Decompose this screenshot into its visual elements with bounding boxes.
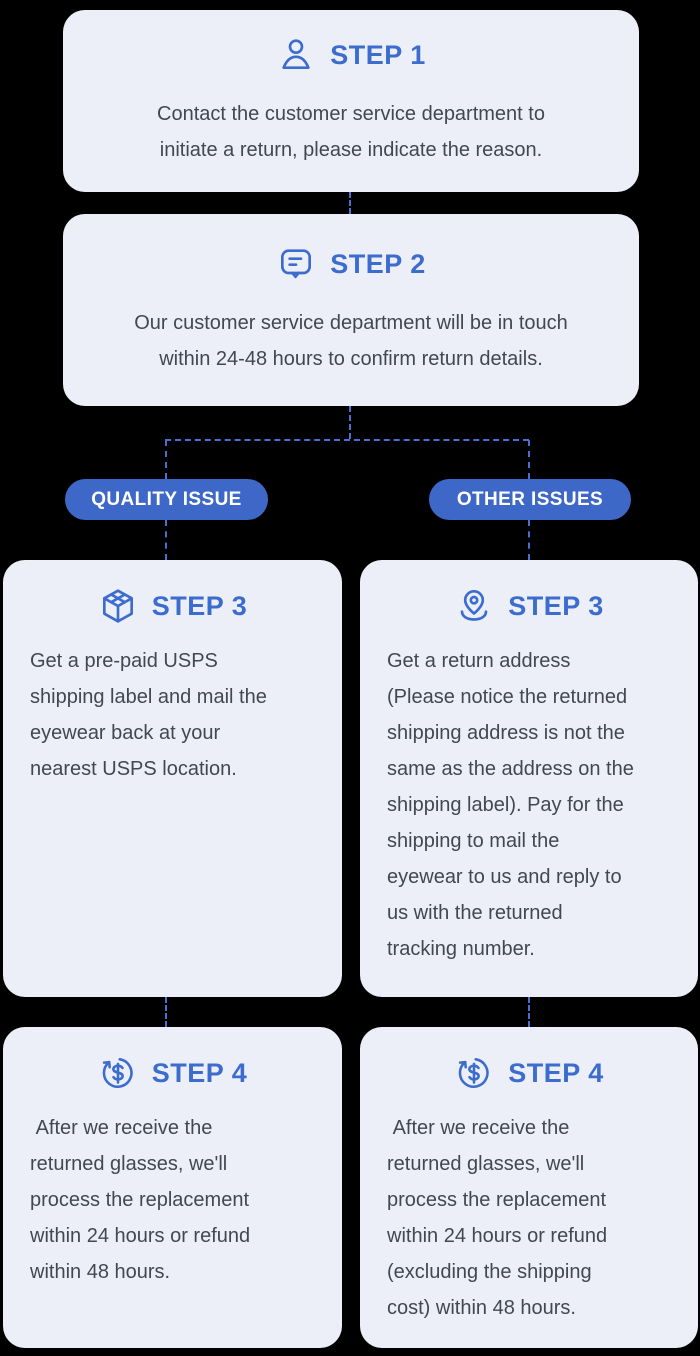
quality-issue-badge: QUALITY ISSUE <box>65 479 268 520</box>
other-step4-label: STEP 4 <box>508 1057 604 1088</box>
branch-horizontal-line <box>165 439 529 441</box>
step2-label: STEP 2 <box>330 248 426 279</box>
refund-icon <box>102 1058 133 1088</box>
quality-step3-label: STEP 3 <box>151 590 248 621</box>
package-icon <box>102 589 133 623</box>
other-step3-card: STEP 3 Get a return address (Please noti… <box>360 560 698 997</box>
step1-heading: STEP 1 <box>63 35 639 75</box>
quality-step3-card: STEP 3 Get a pre-paid USPS shipping labe… <box>3 560 342 997</box>
step2-heading: STEP 2 <box>63 244 639 284</box>
other-step3-heading: STEP 3 <box>360 586 698 626</box>
quality-step4-label: STEP 4 <box>151 1057 248 1088</box>
connector-step2-branch <box>349 406 351 439</box>
step1-card: STEP 1 Contact the customer service depa… <box>63 10 639 192</box>
other-step4-body: After we receive the returned glasses, w… <box>387 1117 608 1319</box>
connector-branch-other <box>528 440 530 479</box>
step1-body: Contact the customer service department … <box>157 103 545 161</box>
connector-step1-step2 <box>349 192 351 214</box>
quality-step4-heading: STEP 4 <box>3 1053 342 1093</box>
connector-other-step4 <box>528 997 530 1027</box>
chat-message-icon <box>281 249 312 279</box>
step2-body: Our customer service department will be … <box>134 312 568 370</box>
user-icon <box>282 39 310 69</box>
step1-label: STEP 1 <box>330 39 426 70</box>
connector-branch-quality <box>165 440 167 479</box>
other-issues-badge: OTHER ISSUES <box>429 479 631 520</box>
quality-step4-card: STEP 4 After we receive the returned gla… <box>3 1027 342 1348</box>
other-step3-body: Get a return address (Please notice the … <box>387 650 634 960</box>
quality-step3-body: Get a pre-paid USPS shipping label and m… <box>30 650 267 780</box>
quality-step4-body: After we receive the returned glasses, w… <box>30 1117 251 1283</box>
location-pin-icon <box>460 590 488 621</box>
quality-step3-heading: STEP 3 <box>3 586 342 626</box>
other-step4-heading: STEP 4 <box>360 1053 698 1093</box>
other-step4-card: STEP 4 After we receive the returned gla… <box>360 1027 698 1348</box>
connector-quality-step4 <box>165 997 167 1027</box>
refund-icon <box>458 1058 489 1088</box>
connector-other-step3 <box>528 520 530 560</box>
connector-quality-step3 <box>165 520 167 560</box>
other-step3-label: STEP 3 <box>508 590 604 621</box>
step2-card: STEP 2 Our customer service department w… <box>63 214 639 406</box>
